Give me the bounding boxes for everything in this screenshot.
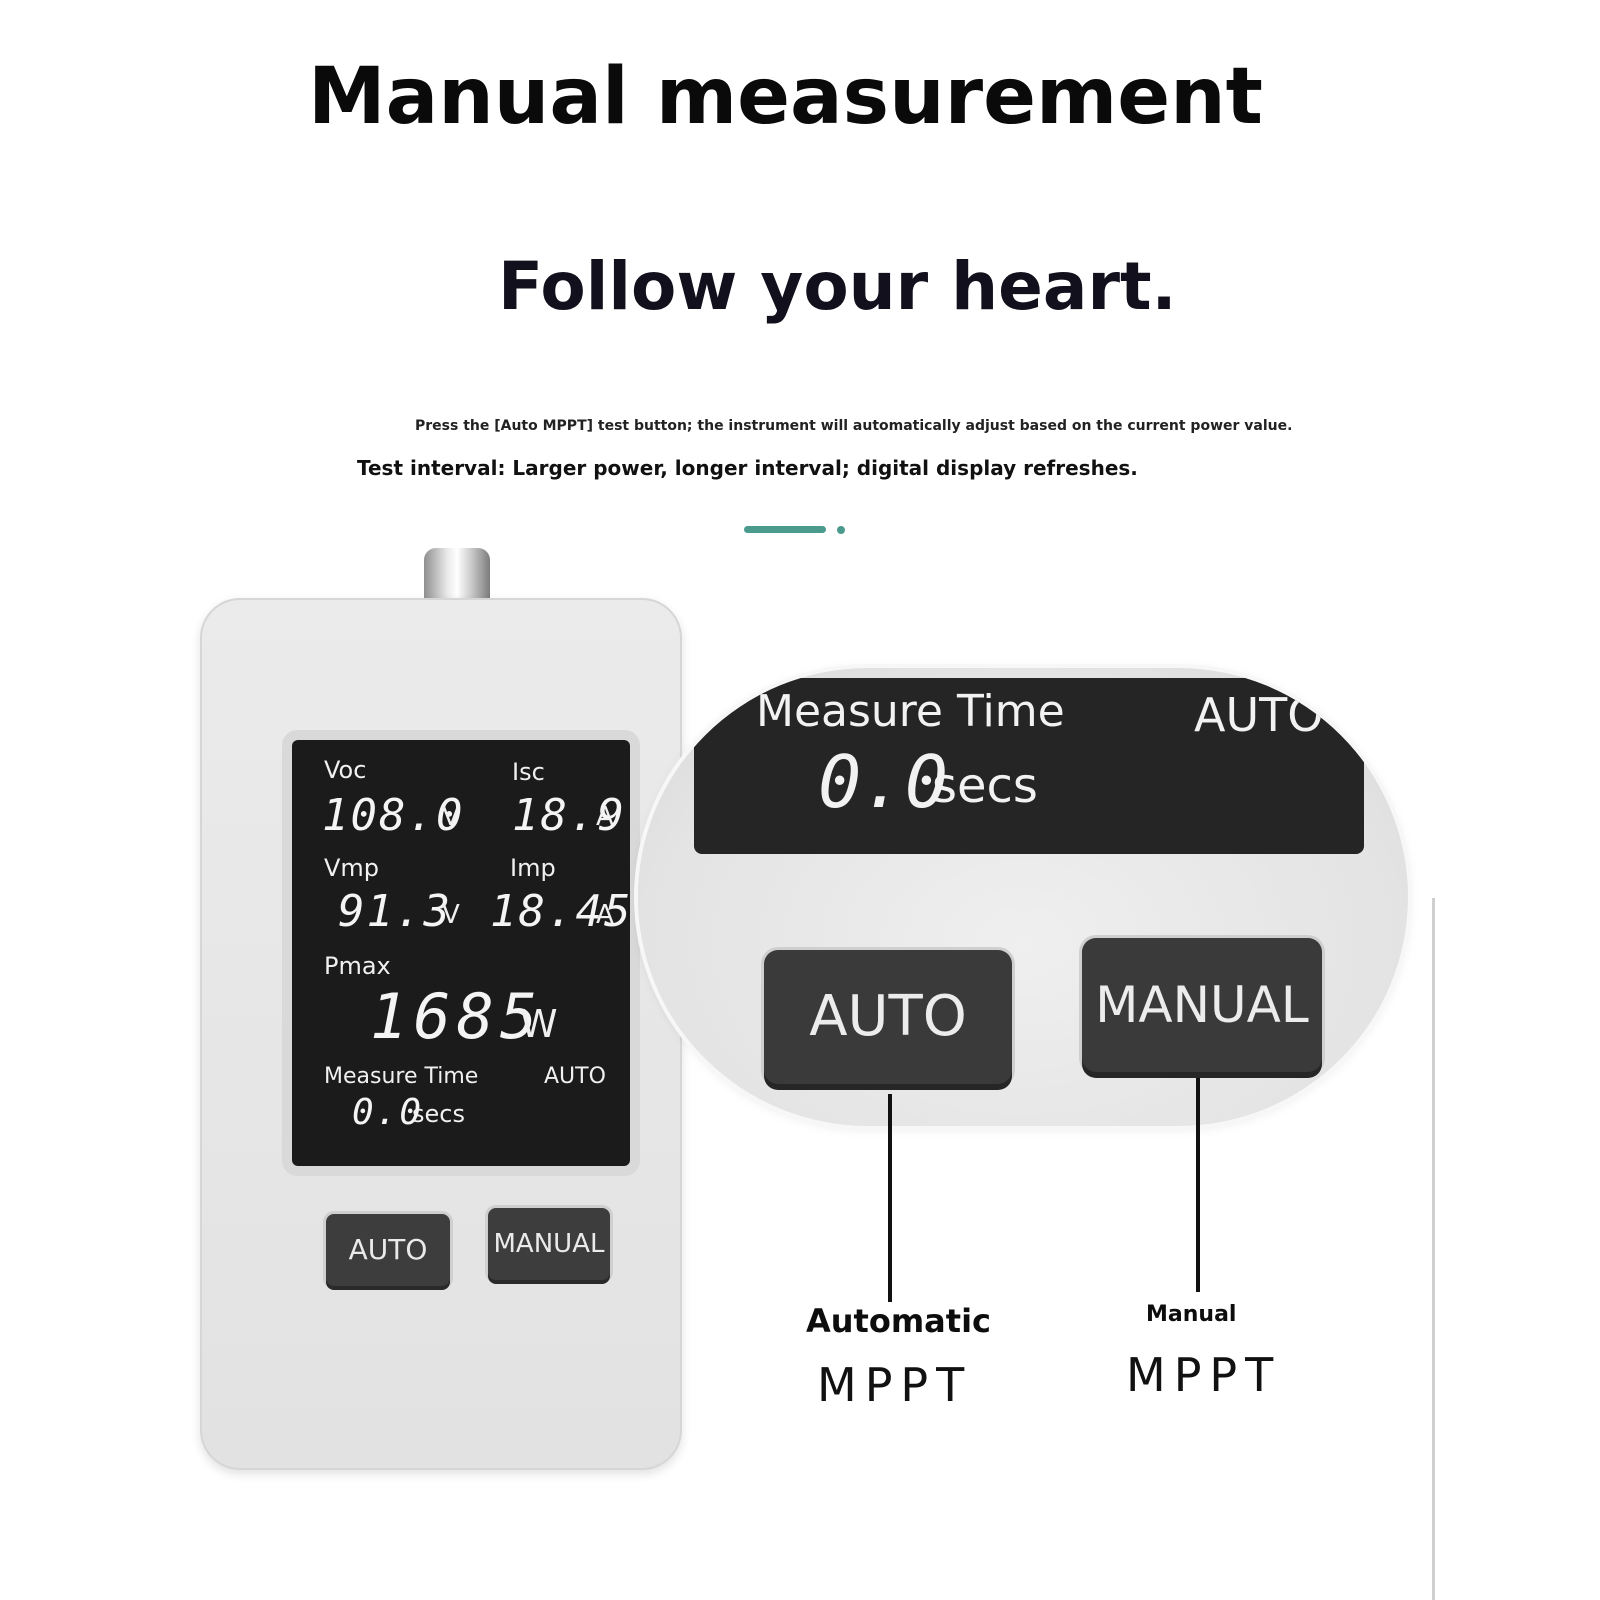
- zoom-measure-time-unit: secs: [932, 758, 1038, 814]
- zoom-auto-button[interactable]: AUTO: [764, 950, 1012, 1084]
- device-screen: Voc 108.0 V Isc 18.9 A Vmp 91.3 V Imp 18…: [292, 740, 630, 1166]
- description-line-2: Test interval: Larger power, longer inte…: [357, 456, 1138, 480]
- manual-caption: Manual: [1146, 1302, 1237, 1327]
- zoom-manual-button[interactable]: MANUAL: [1082, 938, 1322, 1072]
- accent-dash: [744, 526, 826, 533]
- auto-leader-line: [888, 1094, 892, 1302]
- zoom-measure-time-value: 0.0: [818, 740, 949, 824]
- mode-indicator: AUTO: [544, 1064, 606, 1089]
- isc-value: 18.9: [512, 790, 626, 841]
- voc-value: 108.0: [322, 790, 465, 841]
- right-edge-line: [1432, 898, 1435, 1600]
- imp-unit: A: [596, 900, 614, 930]
- isc-unit: A: [596, 802, 614, 832]
- accent-dot: [837, 526, 845, 534]
- automatic-mppt-caption: MPPT: [817, 1358, 973, 1412]
- pmax-unit: W: [520, 1002, 558, 1046]
- pmax-value: 1685: [370, 980, 544, 1053]
- pmax-label: Pmax: [324, 952, 391, 980]
- automatic-caption: Automatic: [806, 1302, 991, 1340]
- description-line-1: Press the [Auto MPPT] test button; the i…: [415, 418, 1293, 434]
- zoom-lens: Measure Time AUTO 0.0 secs AUTO MANUAL: [638, 668, 1408, 1126]
- measure-time-unit: secs: [412, 1100, 465, 1128]
- zoom-measure-time-label: Measure Time: [756, 686, 1065, 737]
- zoom-mode-indicator: AUTO: [1194, 688, 1324, 742]
- vmp-unit: V: [442, 900, 460, 930]
- zoom-screen: Measure Time AUTO 0.0 secs: [694, 678, 1364, 854]
- imp-label: Imp: [510, 854, 556, 882]
- voc-unit: V: [442, 802, 460, 832]
- isc-label: Isc: [512, 758, 545, 786]
- imp-value: 18.45: [490, 886, 633, 937]
- page-title: Manual measurement: [308, 52, 1263, 142]
- voc-label: Voc: [324, 756, 367, 784]
- vmp-label: Vmp: [324, 854, 380, 882]
- tester-device: Voc 108.0 V Isc 18.9 A Vmp 91.3 V Imp 18…: [200, 598, 682, 1470]
- measure-time-value: 0.0: [352, 1092, 424, 1133]
- manual-leader-line: [1196, 1078, 1200, 1292]
- auto-button[interactable]: AUTO: [326, 1214, 450, 1286]
- manual-mppt-caption: MPPT: [1126, 1348, 1282, 1402]
- page-subtitle: Follow your heart.: [498, 248, 1177, 325]
- vmp-value: 91.3: [338, 886, 452, 937]
- measure-time-label: Measure Time: [324, 1064, 479, 1089]
- manual-button[interactable]: MANUAL: [488, 1208, 610, 1280]
